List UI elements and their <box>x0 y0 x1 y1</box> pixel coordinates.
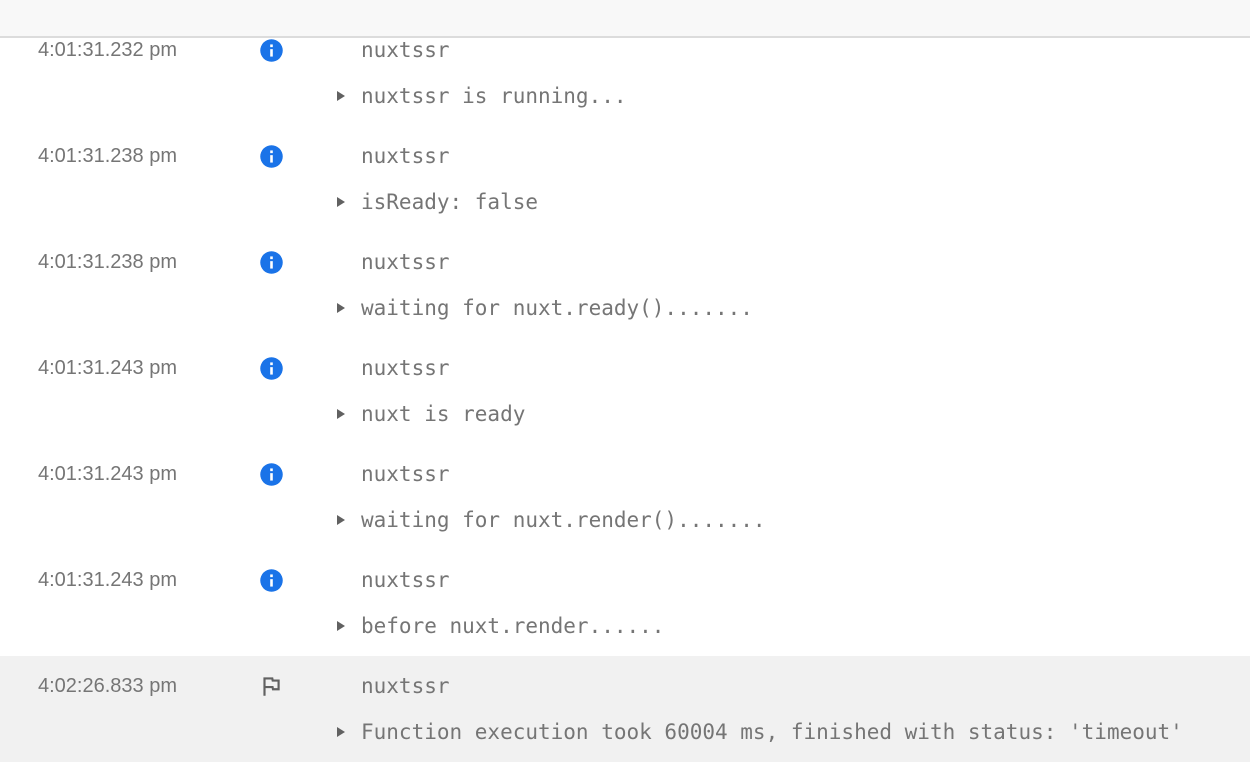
expand-arrow-icon[interactable] <box>337 197 345 207</box>
log-timestamp: 4:01:31.238 pm <box>38 251 177 273</box>
log-function-name: nuxtssr <box>361 356 450 380</box>
log-function-name: nuxtssr <box>361 250 450 274</box>
log-function-name: nuxtssr <box>361 674 450 698</box>
log-function-name: nuxtssr <box>361 38 450 62</box>
log-timestamp: 4:01:31.243 pm <box>38 463 177 485</box>
log-entry: 4:01:31.243 pm nuxtssr waiting for nuxt.… <box>0 444 1250 550</box>
expand-arrow-icon[interactable] <box>337 91 345 101</box>
log-entry: 4:01:31.243 pm nuxtssr nuxt is ready <box>0 338 1250 444</box>
log-entry: 4:02:26.833 pm nuxtssr Function executio… <box>0 656 1250 762</box>
log-severity-cell <box>218 354 328 382</box>
expand-arrow-icon[interactable] <box>337 303 345 313</box>
log-severity-cell <box>218 672 328 700</box>
log-message: isReady: false <box>361 190 539 214</box>
log-timestamp: 4:01:31.243 pm <box>38 357 177 379</box>
log-entry-body: nuxtssr nuxtssr is running... <box>328 36 1250 110</box>
log-list-header <box>0 0 1250 38</box>
info-icon <box>260 38 283 62</box>
log-message: Function execution took 60004 ms, finish… <box>361 720 1183 744</box>
log-entry-body: nuxtssr Function execution took 60004 ms… <box>328 672 1250 746</box>
info-icon <box>260 356 283 380</box>
log-severity-cell <box>218 142 328 170</box>
log-entry: 4:01:31.238 pm nuxtssr waiting for nuxt.… <box>0 232 1250 338</box>
log-message-row[interactable]: Function execution took 60004 ms, finish… <box>328 718 1250 746</box>
log-message: waiting for nuxt.ready()....... <box>361 296 753 320</box>
log-message-row[interactable]: waiting for nuxt.render()....... <box>328 506 1250 534</box>
log-message: nuxt is ready <box>361 402 526 426</box>
info-icon <box>260 568 283 592</box>
log-timestamp: 4:02:26.833 pm <box>38 675 177 697</box>
log-entry: 4:01:31.243 pm nuxtssr before nuxt.rende… <box>0 550 1250 656</box>
log-entry-body: nuxtssr isReady: false <box>328 142 1250 216</box>
expand-arrow-icon[interactable] <box>337 621 345 631</box>
log-severity-cell <box>218 36 328 64</box>
log-severity-cell <box>218 566 328 594</box>
log-message-row[interactable]: isReady: false <box>328 188 1250 216</box>
log-timestamp: 4:01:31.232 pm <box>38 39 177 61</box>
expand-arrow-icon[interactable] <box>337 409 345 419</box>
log-entry-body: nuxtssr before nuxt.render...... <box>328 566 1250 640</box>
log-entry: 4:01:31.238 pm nuxtssr isReady: false <box>0 126 1250 232</box>
expand-arrow-icon[interactable] <box>337 515 345 525</box>
log-entry-body: nuxtssr waiting for nuxt.ready()....... <box>328 248 1250 322</box>
log-message-row[interactable]: before nuxt.render...... <box>328 612 1250 640</box>
log-message: nuxtssr is running... <box>361 84 627 108</box>
log-timestamp: 4:01:31.243 pm <box>38 569 177 591</box>
log-message-row[interactable]: waiting for nuxt.ready()....... <box>328 294 1250 322</box>
log-message: waiting for nuxt.render()....... <box>361 508 766 532</box>
log-list: 4:01:31.232 pm nuxtssr nuxtssr is runnin… <box>0 20 1250 762</box>
log-function-name: nuxtssr <box>361 144 450 168</box>
flag-icon <box>263 677 280 696</box>
log-message-row[interactable]: nuxt is ready <box>328 400 1250 428</box>
log-severity-cell <box>218 460 328 488</box>
log-function-name: nuxtssr <box>361 568 450 592</box>
info-icon <box>260 250 283 274</box>
log-message-row[interactable]: nuxtssr is running... <box>328 82 1250 110</box>
log-function-name: nuxtssr <box>361 462 450 486</box>
info-icon <box>260 144 283 168</box>
log-timestamp: 4:01:31.238 pm <box>38 145 177 167</box>
log-entry-body: nuxtssr waiting for nuxt.render()....... <box>328 460 1250 534</box>
log-severity-cell <box>218 248 328 276</box>
log-entry-body: nuxtssr nuxt is ready <box>328 354 1250 428</box>
info-icon <box>260 462 283 486</box>
log-message: before nuxt.render...... <box>361 614 665 638</box>
expand-arrow-icon[interactable] <box>337 727 345 737</box>
